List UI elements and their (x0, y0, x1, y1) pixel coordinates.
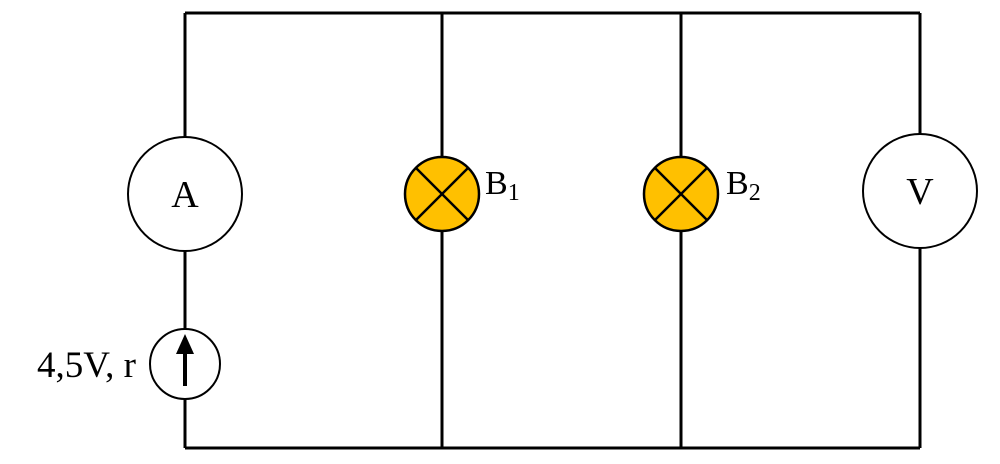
bulb-2-cross-b (654, 167, 708, 221)
voltmeter-label: V (906, 171, 934, 213)
bulb-1-label: B1 (485, 165, 520, 206)
voltmeter-circle (862, 133, 978, 249)
bulb-1-label-main: B (485, 165, 508, 202)
source-label: 4,5V, r (37, 345, 136, 386)
bulb-1: B1 (403, 155, 520, 233)
bulb-2-label-sub: 2 (749, 180, 761, 206)
voltmeter: V (862, 133, 978, 249)
bulb-1-label-sub: 1 (508, 180, 520, 206)
wires (183, 11, 922, 450)
bulb-2: B2 (642, 155, 761, 233)
bulb-2-label-main: B (726, 165, 749, 202)
voltage-source: 4,5V, r (37, 328, 221, 400)
bulb-2-label: B2 (726, 165, 761, 206)
ammeter-circle (127, 136, 243, 252)
ammeter: A (127, 136, 243, 252)
bulb-1-cross-b (415, 167, 469, 221)
source-arrow-icon (176, 334, 194, 354)
ammeter-label: A (171, 174, 199, 216)
